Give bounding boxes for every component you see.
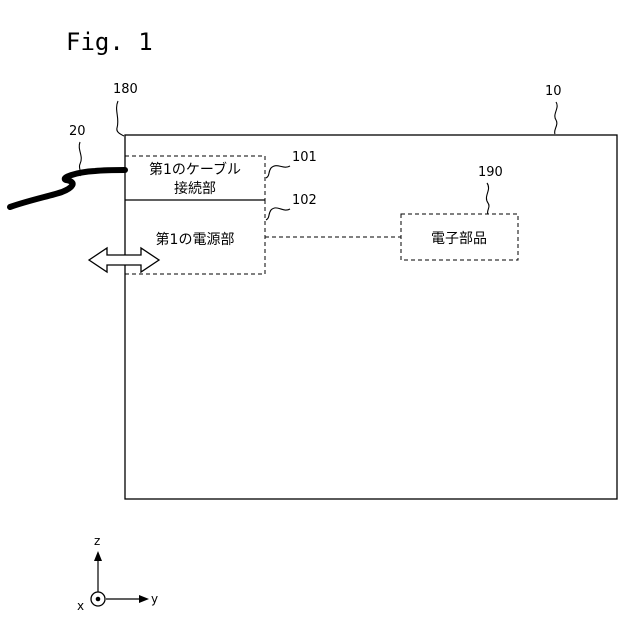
x-axis-dot — [96, 597, 101, 602]
ref-label-side-face: 180 — [113, 82, 138, 97]
leader-line-electronic-component — [486, 183, 489, 214]
ref-label-cable-connection: 101 — [292, 150, 317, 165]
ref-label-device: 10 — [545, 84, 562, 99]
z-axis-arrowhead — [94, 551, 102, 561]
double-arrow-icon — [89, 248, 159, 272]
leader-line-device — [555, 102, 558, 134]
leader-line-power-unit — [266, 208, 290, 220]
ref-label-cable: 20 — [69, 124, 86, 139]
cable-connection-label-line2: 接続部 — [174, 180, 216, 197]
figure-title: Fig. 1 — [66, 28, 153, 56]
coordinate-axes — [91, 551, 149, 606]
x-axis-label: x — [77, 599, 84, 613]
y-axis-arrowhead — [139, 595, 149, 603]
ref-label-electronic-component: 190 — [478, 165, 503, 180]
cable — [10, 170, 125, 207]
power-unit-label: 第1の電源部 — [156, 231, 235, 248]
leader-line-side-face — [117, 101, 124, 136]
cable-connection-label-line1: 第1のケーブル — [149, 161, 241, 178]
leader-line-cable-connection — [266, 166, 290, 178]
y-axis-label: y — [151, 592, 158, 606]
electronic-component-label: 電子部品 — [431, 231, 487, 247]
z-axis-label: z — [94, 534, 100, 548]
ref-label-power-unit: 102 — [292, 193, 317, 208]
